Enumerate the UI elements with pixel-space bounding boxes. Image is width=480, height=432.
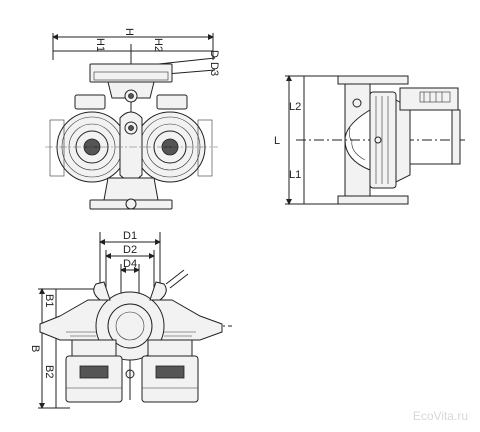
- dim-D1: D1: [123, 230, 137, 242]
- dim-D: D: [208, 50, 220, 58]
- front-view: H H1 H2 D D3: [45, 28, 220, 210]
- top-view: D1 D2 D4 B B1 B2: [29, 230, 232, 409]
- dim-B: B: [29, 345, 41, 352]
- dim-H1: H1: [94, 38, 106, 52]
- dim-B2: B2: [43, 365, 55, 378]
- dim-L1: L1: [289, 169, 301, 181]
- dim-H: H: [123, 28, 135, 36]
- dim-D2: D2: [123, 244, 137, 256]
- dim-B1: B1: [43, 294, 55, 307]
- side-view: L L2 L1: [274, 75, 465, 205]
- dim-D4: D4: [123, 258, 137, 270]
- dim-L: L: [274, 135, 280, 147]
- dim-D3: D3: [208, 62, 220, 76]
- dim-L2: L2: [289, 101, 301, 113]
- dim-H2: H2: [152, 38, 164, 52]
- watermark: EcoVita.ru: [413, 409, 468, 423]
